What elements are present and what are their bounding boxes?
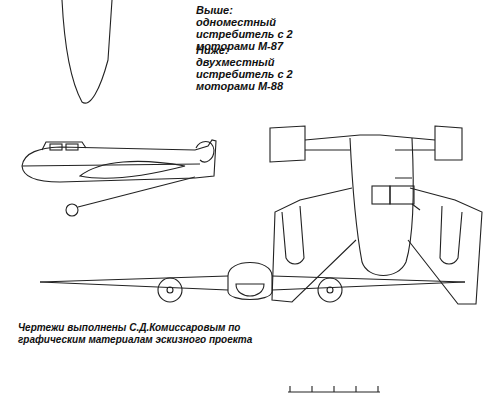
note-heading: Ниже: xyxy=(196,44,336,56)
note-heading: Выше: xyxy=(196,4,336,16)
front-view xyxy=(40,263,465,303)
view-fragment xyxy=(62,0,112,103)
side-view xyxy=(22,140,216,216)
scale-ruler xyxy=(288,386,380,392)
drawing-credit: Чертежи выполнены С.Д.Комиссаровым по гр… xyxy=(18,322,268,346)
note-text: двухместный истребитель с 2 моторами М-8… xyxy=(196,56,336,92)
